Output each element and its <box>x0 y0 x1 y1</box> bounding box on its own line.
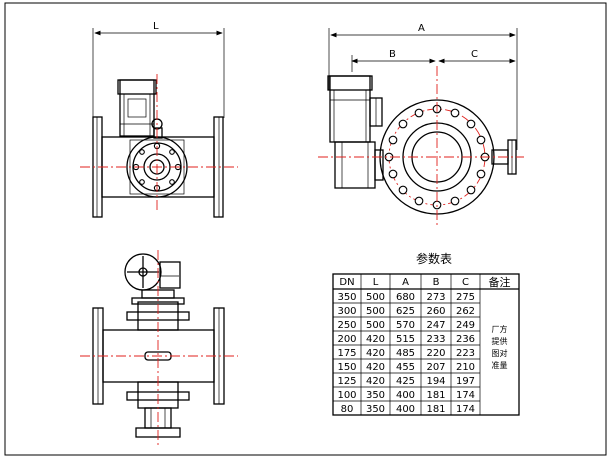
table-header-c: C <box>462 277 469 288</box>
top-view <box>80 250 238 448</box>
dimension-L-label: L <box>153 21 159 32</box>
table-cell: 400 <box>396 404 415 415</box>
table-cell: 200 <box>337 334 356 345</box>
table-cell: 250 <box>337 320 356 331</box>
table-cell: 515 <box>396 334 415 345</box>
table-cell: 181 <box>426 390 445 401</box>
table-cell: 220 <box>426 348 445 359</box>
table-cell: 273 <box>426 292 445 303</box>
table-cell: 570 <box>396 320 415 331</box>
dimension-A-label: A <box>418 23 425 34</box>
table-cell: 275 <box>456 292 475 303</box>
remark-line: 准量 <box>492 360 508 370</box>
drawing-frame <box>4 2 607 456</box>
side-view: A B C <box>318 23 524 226</box>
table-cell: 500 <box>366 306 385 317</box>
table-cell: 223 <box>456 348 475 359</box>
table-header-b: B <box>433 277 440 288</box>
table-title: 参数表 <box>416 251 452 266</box>
table-cell: 100 <box>337 390 356 401</box>
table-header-a: A <box>402 277 409 288</box>
table-cell: 420 <box>366 362 385 373</box>
table-cell: 249 <box>456 320 475 331</box>
table-cell: 210 <box>456 362 475 373</box>
table-cell: 207 <box>426 362 445 373</box>
table-cell: 194 <box>426 376 445 387</box>
table-cell: 400 <box>396 390 415 401</box>
table-cell: 455 <box>396 362 415 373</box>
table-cell: 300 <box>337 306 356 317</box>
table-cell: 181 <box>426 404 445 415</box>
table-cell: 420 <box>366 348 385 359</box>
table-cell: 425 <box>396 376 415 387</box>
table-cell: 236 <box>456 334 475 345</box>
table-cell: 350 <box>366 390 385 401</box>
table-cell: 350 <box>366 404 385 415</box>
table-cell: 485 <box>396 348 415 359</box>
table-cell: 500 <box>366 320 385 331</box>
table-cell: 174 <box>456 404 475 415</box>
dimension-C-label: C <box>471 49 478 60</box>
table-cell: 420 <box>366 334 385 345</box>
table-cell: 247 <box>426 320 445 331</box>
table-cell: 262 <box>456 306 475 317</box>
table-cell: 150 <box>337 362 356 373</box>
table-cell: 260 <box>426 306 445 317</box>
table-cell: 680 <box>396 292 415 303</box>
remark-line: 图对 <box>492 348 508 358</box>
table-cell: 420 <box>366 376 385 387</box>
table-cell: 175 <box>337 348 356 359</box>
remark-line: 厂方 <box>492 324 508 334</box>
table-cell: 500 <box>366 292 385 303</box>
table-header-dn: DN <box>339 277 354 288</box>
table-cell: 80 <box>341 404 354 415</box>
dimension-B-label: B <box>389 49 396 60</box>
table-cell: 233 <box>426 334 445 345</box>
remark-header: 备注 <box>489 275 511 289</box>
table-cell: 174 <box>456 390 475 401</box>
table-cell: 350 <box>337 292 356 303</box>
table-cell: 125 <box>337 376 356 387</box>
table-cell: 197 <box>456 376 475 387</box>
table-cell: 625 <box>396 306 415 317</box>
table-header-l: L <box>373 277 379 288</box>
front-view: L <box>80 21 238 218</box>
remark-line: 提供 <box>492 336 508 346</box>
